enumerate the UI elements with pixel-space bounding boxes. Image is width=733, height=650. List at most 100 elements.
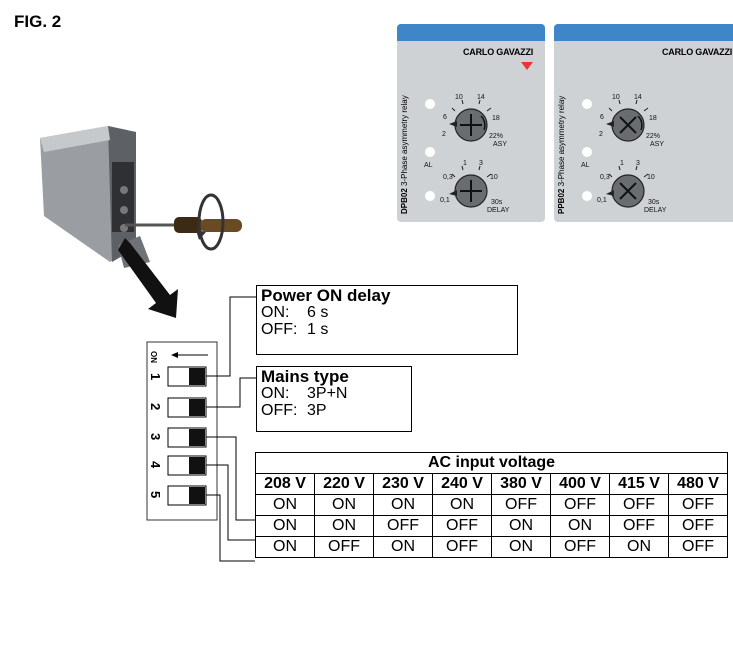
dip-switch [167, 485, 207, 506]
table-title: AC input voltage [255, 452, 728, 474]
on-key: ON: [261, 385, 290, 402]
table-cell: ON [550, 515, 610, 537]
table-cell: OFF [432, 515, 492, 537]
table-cell: ON [432, 494, 492, 516]
led-label: AL [581, 162, 590, 169]
delay-knob [449, 174, 488, 208]
table-cell: OFF [668, 494, 728, 516]
dip-switch [167, 397, 207, 418]
mains-type-title: Mains type [261, 367, 349, 386]
led-indicator [425, 191, 435, 201]
table-cell: ON [255, 515, 315, 537]
relay-device-illustration [40, 126, 150, 268]
delay-unit: DELAY [644, 207, 667, 214]
table-cell: ON [491, 536, 551, 558]
asy-tick: 18 [492, 115, 500, 122]
table-row: ON OFF ON OFF ON OFF ON OFF [255, 536, 728, 558]
column-header: 230 V [373, 473, 433, 495]
table-cell: OFF [314, 536, 374, 558]
table-cell: OFF [373, 515, 433, 537]
delay-tick: 30s [648, 199, 660, 206]
table-cell: OFF [432, 536, 492, 558]
asy-tick: 6 [600, 114, 604, 121]
table-cell: OFF [491, 494, 551, 516]
relay-front-panel-ppb02: CARLO GAVAZZI 6 10 14 18 2 22% [554, 24, 733, 222]
column-header: 400 V [550, 473, 610, 495]
delay-tick: 3 [479, 160, 483, 167]
on-key: ON: [261, 304, 290, 321]
asy-knob [449, 108, 488, 142]
off-key: OFF: [261, 321, 298, 338]
delay-unit: DELAY [487, 207, 510, 214]
delay-tick: 10 [647, 174, 655, 181]
table-row: ON ON OFF OFF ON ON OFF OFF [255, 515, 728, 537]
table-cell: OFF [609, 515, 669, 537]
table-cell: OFF [668, 536, 728, 558]
asy-tick: 18 [649, 115, 657, 122]
connector-lines [206, 296, 257, 562]
power-on-delay-title: Power ON delay [261, 286, 391, 305]
mains-type-legend: Mains type ON:3P+N OFF:3P [256, 366, 412, 432]
asy-tick: 14 [634, 94, 642, 101]
table-cell: ON [255, 494, 315, 516]
delay-tick: 1 [463, 160, 467, 167]
dip-switch [167, 455, 207, 476]
dip-switch [167, 366, 207, 387]
dip-number: 3 [148, 433, 163, 440]
asy-unit: ASY [493, 141, 507, 148]
screwdriver-icon [125, 193, 242, 251]
asy-tick: 14 [477, 94, 485, 101]
table-cell: ON [373, 494, 433, 516]
power-on-delay-legend: Power ON delay ON: 6 s OFF: 1 s [256, 285, 518, 355]
panel-dials: 6 10 14 18 2 22% ASY AL 0,3 1 3 10 0,1 3… [424, 94, 510, 214]
on-value: 3P+N [307, 385, 348, 402]
dip-number: 1 [148, 373, 163, 380]
led-indicator [425, 99, 435, 109]
table-cell: OFF [550, 494, 610, 516]
asy-unit: ASY [650, 141, 664, 148]
relay-front-panel-dpb02: CARLO GAVAZZI 6 10 14 1 [397, 24, 545, 222]
off-key: OFF: [261, 402, 298, 419]
dip-number: 5 [148, 491, 163, 498]
table-cell: ON [491, 515, 551, 537]
panel-dials: 6 10 14 18 2 22% ASY AL 0,3 1 3 10 0,1 3… [581, 94, 667, 214]
table-cell: OFF [550, 536, 610, 558]
off-value: 1 s [307, 321, 329, 338]
on-value: 6 s [307, 304, 329, 321]
dip-number: 4 [148, 461, 163, 469]
asy-tick: 22% [646, 133, 660, 140]
dip-on-label: ON [149, 351, 158, 363]
table-cell: OFF [668, 515, 728, 537]
column-header: 415 V [609, 473, 669, 495]
brand-label: CARLO GAVAZZI [463, 47, 534, 57]
asy-knob [606, 108, 645, 142]
asy-tick: 22% [489, 133, 503, 140]
delay-tick: 0,1 [440, 197, 450, 204]
panel-top-bar [397, 24, 545, 41]
brand-logo-icon [521, 62, 533, 70]
table-row: ON ON ON ON OFF OFF OFF OFF [255, 494, 728, 516]
brand-label: CARLO GAVAZZI [662, 47, 733, 57]
led-indicator [425, 147, 435, 157]
figure-label: FIG. 2 [14, 12, 62, 31]
delay-tick: 0,3 [443, 174, 453, 181]
dip-switch-block: ON 1 2 3 4 5 [146, 341, 218, 521]
table-cell: ON [314, 515, 374, 537]
delay-tick: 3 [636, 160, 640, 167]
column-header: 220 V [314, 473, 374, 495]
delay-knob [606, 174, 645, 208]
column-header: 240 V [432, 473, 492, 495]
asy-tick: 2 [599, 131, 603, 138]
table-cell: ON [609, 536, 669, 558]
led-indicator [582, 191, 592, 201]
dip-number: 2 [148, 403, 163, 410]
pointer-arrow-icon [118, 238, 178, 318]
column-header: 480 V [668, 473, 728, 495]
asy-tick: 10 [612, 94, 620, 101]
asy-tick: 2 [442, 131, 446, 138]
delay-tick: 10 [490, 174, 498, 181]
delay-tick: 0,3 [600, 174, 610, 181]
led-indicator [582, 147, 592, 157]
table-cell: ON [373, 536, 433, 558]
